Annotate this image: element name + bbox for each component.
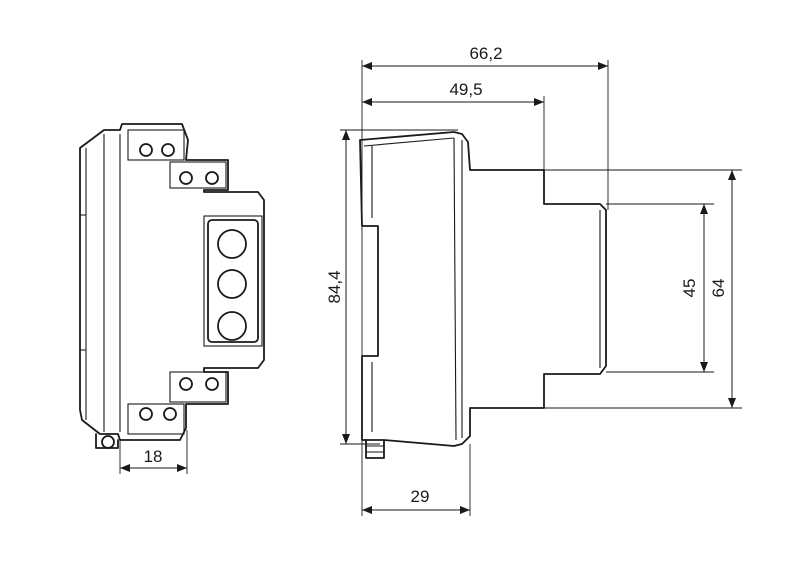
front-led-1	[217, 229, 247, 259]
terminal-screw-1	[139, 143, 153, 157]
front-led-3	[217, 311, 247, 341]
terminal-screw-3	[179, 171, 193, 185]
dim-label-width-front: 18	[144, 447, 163, 466]
front-body-outline	[79, 123, 265, 441]
latch-hole	[101, 435, 115, 449]
terminal-screw-8	[163, 407, 177, 421]
terminal-screw-6	[205, 377, 219, 391]
terminal-screw-4	[205, 171, 219, 185]
terminal-screw-5	[179, 377, 193, 391]
front-view: 18	[79, 123, 265, 474]
dim-label-height-front: 45	[680, 279, 699, 298]
dim-label-overall-depth: 66,2	[469, 44, 502, 63]
front-led-2	[217, 269, 247, 299]
terminal-screw-7	[139, 407, 153, 421]
terminal-screw-2	[161, 143, 175, 157]
side-body-outline	[359, 131, 607, 447]
dim-label-height-mid: 64	[709, 279, 728, 298]
dim-label-height-total: 84,4	[325, 270, 344, 303]
side-view: 66,2 49,5 29 84,4 45 64	[325, 44, 742, 516]
dim-label-rail-depth: 29	[411, 487, 430, 506]
dim-label-mid-depth: 49,5	[449, 80, 482, 99]
